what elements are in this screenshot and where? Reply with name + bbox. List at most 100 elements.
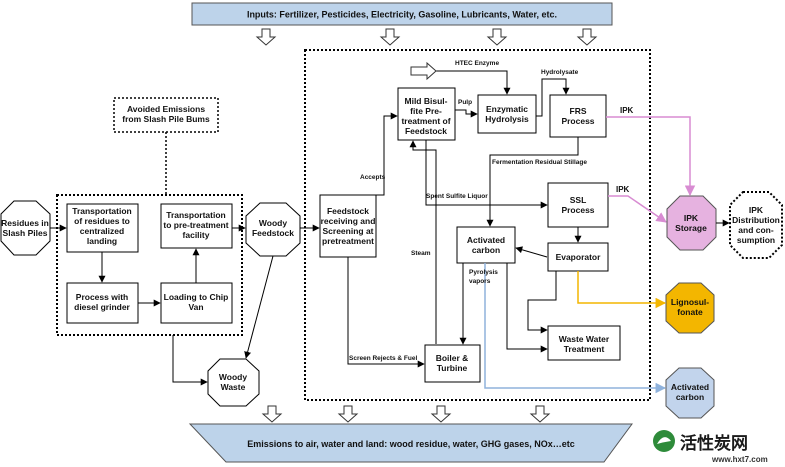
- hydrolysate-arrow: [536, 78, 570, 117]
- ipk-storage-octagon: [666, 195, 717, 251]
- ipk-distribution-line: Distribution: [732, 215, 780, 225]
- avoided-emissions-line: from Slash Pile Bums: [122, 114, 210, 124]
- steam-label: Steam: [411, 250, 431, 257]
- mild-bisulfite-line: fite Pre-: [410, 106, 442, 116]
- watermark-leaf-vein-icon: [657, 437, 671, 444]
- transport-pretreat-line: to pre-treatment: [163, 220, 228, 230]
- emission-arrow-4: [529, 405, 551, 423]
- transport-pretreat-box: [160, 203, 233, 249]
- woody-feedstock-line: Woody: [259, 218, 287, 228]
- activated-carbon-box: [456, 226, 516, 264]
- frs-ipk-line: [606, 116, 696, 197]
- ipk-mid-label: IPK: [616, 185, 630, 194]
- feedstock-receiving-line: Screening at: [322, 226, 373, 236]
- ssl-process-line: SSL: [570, 195, 587, 205]
- pulp-arrow: [455, 109, 478, 118]
- emission-arrows: [261, 405, 551, 423]
- woody-feedstock-line: Feedstock: [252, 228, 294, 238]
- residues-line: Slash Piles: [3, 228, 48, 238]
- activated-carbon-box-line: carbon: [472, 245, 500, 255]
- enzymatic-hydrolysis-line: Enzymatic: [486, 104, 528, 114]
- accepts-label: Accepts: [360, 174, 386, 181]
- diesel-grinder-line: diesel grinder: [74, 302, 130, 312]
- feedstock-receiving-box: [319, 194, 377, 258]
- emissions-banner-text: Emissions to air, water and land: wood r…: [247, 439, 575, 449]
- accepts-arrow: [376, 112, 398, 196]
- boiler-turbine-line: Turbine: [437, 363, 468, 373]
- emission-arrow-2: [337, 405, 359, 423]
- pulp-label: Pulp: [458, 99, 472, 106]
- transport-landing-line: of residues to: [74, 216, 130, 226]
- htec-to-enzymatic-line: [436, 70, 511, 95]
- flow-labels: HTEC Enzyme Hydrolysate Pulp Accepts IPK…: [349, 60, 634, 362]
- ipk-storage-line: Storage: [675, 223, 707, 233]
- input-arrow-1: [255, 28, 277, 46]
- feedstock-receiving-line: pretreatment: [322, 236, 374, 246]
- loading-chip-van-line: Loading to Chip: [164, 292, 229, 302]
- residues-line: Residues in: [1, 218, 49, 228]
- diesel-grinder-line: Process with: [76, 292, 128, 302]
- evaporator-label: Evaporator: [556, 252, 602, 262]
- boiler-turbine-label: Boiler &Turbine: [436, 353, 469, 373]
- hydrolysate-label: Hydrolysate: [541, 69, 579, 76]
- emissions-banner: Emissions to air, water and land: wood r…: [188, 423, 633, 463]
- enzymatic-hydrolysis-line: Hydrolysis: [485, 114, 529, 124]
- ipk-distribution-line: IPK: [749, 205, 764, 215]
- lignosulfonate-label: Lignosul-fonate: [671, 297, 709, 317]
- htec-enzyme-label: HTEC Enzyme: [455, 60, 499, 67]
- transport-landing-line: centralized: [80, 226, 124, 236]
- avoided-emissions-line: Avoided Emissions: [127, 104, 205, 114]
- htec-enzyme-arrow: [410, 61, 437, 81]
- inputs-banner-text: Inputs: Fertilizer, Pesticides, Electric…: [247, 10, 557, 20]
- inputs-banner: Inputs: Fertilizer, Pesticides, Electric…: [191, 2, 613, 26]
- feedstock-to-waste-arrow: [244, 255, 274, 359]
- input-arrow-2: [379, 28, 401, 46]
- evaporator-to-wastewater-arrow: [527, 271, 557, 334]
- woody-waste-line: Woody: [219, 372, 247, 382]
- carbon-to-wastewater-arrow: [506, 263, 548, 353]
- input-arrows: [255, 28, 598, 46]
- field-operations-boundary: [56, 194, 243, 336]
- residues-octagon: [0, 200, 51, 256]
- ipk-distribution-line: sumption: [737, 235, 775, 245]
- activated-carbon-line: [484, 263, 667, 394]
- flow-connectors: [50, 70, 582, 386]
- woody-feedstock-octagon: [245, 202, 301, 257]
- evaporator-line: Evaporator: [556, 252, 602, 262]
- feedstock-receiving-line: Feedstock: [327, 206, 369, 216]
- enzymatic-hydrolysis-box: [477, 94, 537, 134]
- steam-arrow: [409, 140, 437, 344]
- ipk-distribution-octagon: [729, 191, 783, 259]
- loading-chip-van-line: Van: [188, 302, 203, 312]
- mild-bisulfite-line: Mild Bisul-: [405, 96, 448, 106]
- watermark-logo: 活性炭网 www.hxt7.com: [653, 430, 768, 464]
- lignosulfonate-line: [577, 271, 667, 309]
- activated-carbon-out-line: Activated: [671, 382, 709, 392]
- watermark-url: www.hxt7.com: [711, 455, 768, 464]
- input-arrow-4: [576, 28, 598, 46]
- woody-waste-line: Waste: [221, 382, 246, 392]
- transport-landing-line: landing: [87, 236, 117, 246]
- lignosulfonate-line: Lignosul-: [671, 297, 709, 307]
- waste-water-line: Waste Water: [559, 334, 610, 344]
- ssl-process-line: Process: [561, 205, 594, 215]
- screen-rejects-arrow: [347, 257, 425, 368]
- fermentation-stillage-label: Fermentation Residual Stillage: [492, 159, 587, 166]
- transport-landing-line: Transportation: [72, 206, 132, 216]
- spent-sulfite-arrow: [425, 140, 548, 209]
- transport-pretreat-line: Transportation: [166, 210, 226, 220]
- pretreatment-facility-boundary: [304, 49, 651, 401]
